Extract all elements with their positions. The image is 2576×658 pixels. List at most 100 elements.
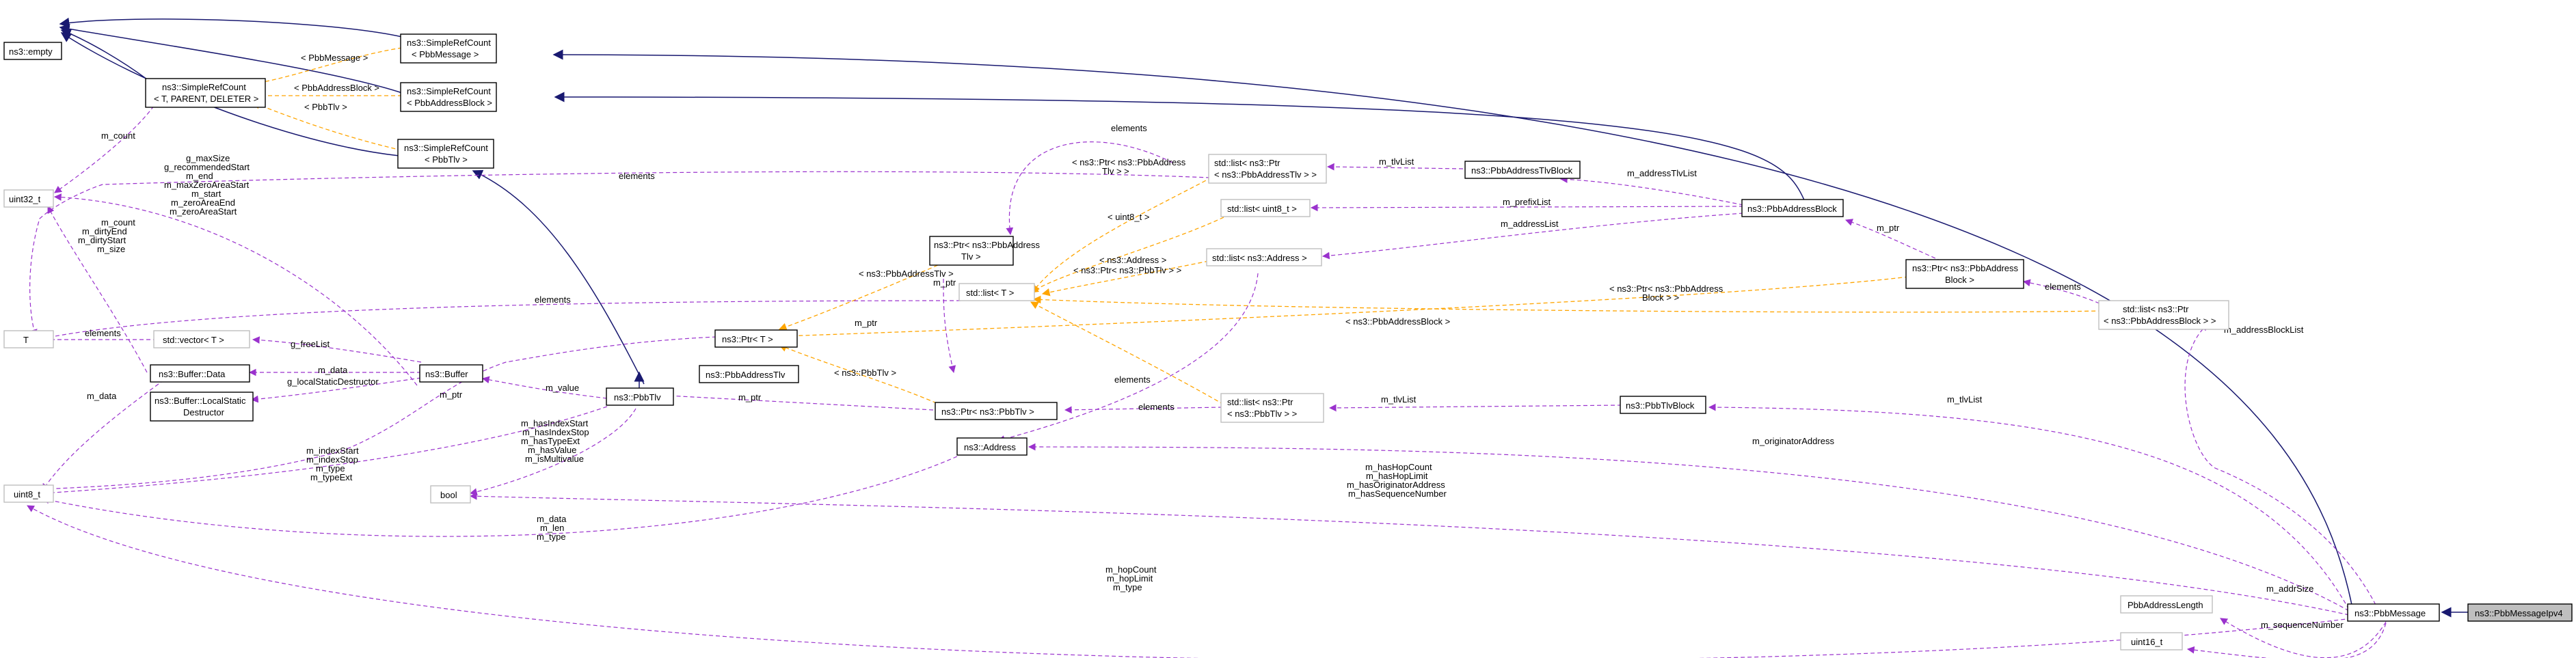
edge-tpl-srctlv <box>252 101 403 151</box>
edge-use-elements-ptr-addrtlv <box>1006 141 1173 236</box>
edge-use-localstatic <box>250 377 422 403</box>
edge-msg-srcmsg <box>552 49 2352 605</box>
node-listptrtlv[interactable]: std::list< ns3::Ptr < ns3::PbbTlv > > <box>1220 393 1324 423</box>
label-tlv-uint8-0: m_indexStart <box>306 445 359 456</box>
node-pbbmessageipv4-label: ns3::PbbMessageIpv4 <box>2475 608 2563 618</box>
node-ptrpbbtlv[interactable]: ns3::Ptr< ns3::PbbTlv > <box>935 402 1058 420</box>
label-originatoraddress: m_originatorAddress <box>1752 436 1834 446</box>
node-srcgeneric[interactable]: ns3::SimpleRefCount < T, PARENT, DELETER… <box>145 78 266 108</box>
edge-use-addresstlvlist <box>1559 176 1744 206</box>
edge-use-addrtlv-ptr <box>943 278 956 374</box>
edge-tpl-listptrtlv <box>1030 301 1224 405</box>
node-ptrpbbaddressblock-line1: ns3::Ptr< ns3::PbbAddress <box>1912 263 2019 273</box>
node-srcpbbtlv[interactable]: ns3::SimpleRefCount < PbbTlv > <box>397 139 494 169</box>
edge-use-tlvlist-block <box>1328 404 1622 412</box>
node-vectorT-label: std::vector< T > <box>163 335 224 345</box>
label-seqnum: m_sequenceNumber <box>2261 620 2344 630</box>
node-listaddress-label: std::list< ns3::Address > <box>1212 253 1307 263</box>
label-msg-uint8-2: m_type <box>1113 582 1142 592</box>
label-tlv-field-2: m_hasTypeExt <box>521 436 580 446</box>
node-empty[interactable]: ns3::empty <box>3 42 62 60</box>
node-ptrpbbaddressblock-line2: Block > <box>1945 275 1974 285</box>
label-tlv-uint8-1: m_indexStop <box>306 454 358 465</box>
edge-use-tlvlist-msg <box>1708 403 2350 610</box>
node-listptraddressblock[interactable]: std::list< ns3::Ptr < ns3::PbbAddressBlo… <box>2098 300 2229 330</box>
label-tpl-ptraddrblock-1: Block > > <box>1642 292 1679 303</box>
node-pbbtlv[interactable]: ns3::PbbTlv <box>606 387 674 406</box>
node-listT[interactable]: std::list< T > <box>958 283 1035 301</box>
node-uint8[interactable]: uint8_t <box>3 484 54 503</box>
edge-srcgeneric-empty <box>60 29 148 80</box>
edge-tpl-ptr-addrtlv <box>778 259 951 331</box>
node-pbbaddresstlvblock[interactable]: ns3::PbbAddressTlvBlock <box>1464 161 1581 179</box>
label-msg-bool-0: m_hasHopCount <box>1365 462 1432 472</box>
label-tlv-field-4: m_isMultivalue <box>525 454 584 464</box>
label-address-uint8: m_data m_len m_type <box>537 514 567 542</box>
node-vectorT[interactable]: std::vector< T > <box>153 330 250 348</box>
node-bool[interactable]: bool <box>430 485 471 504</box>
edge-use-data-uint8 <box>42 379 165 491</box>
node-listuint8-label: std::list< uint8_t > <box>1227 204 1297 214</box>
node-pbbmessageipv4[interactable]: ns3::PbbMessageIpv4 <box>2467 603 2573 622</box>
node-listuint8[interactable]: std::list< uint8_t > <box>1220 199 1311 217</box>
label-buffer-size-0: g_maxSize <box>186 153 230 163</box>
label-buffer-size-6: m_zeroAreaStart <box>170 206 237 217</box>
label-data-size-3: m_size <box>97 244 125 254</box>
node-pbbaddresstlv[interactable]: ns3::PbbAddressTlv <box>699 365 799 383</box>
label-tpl-pbbmessage: < PbbMessage > <box>301 53 368 63</box>
node-bufferdata[interactable]: ns3::Buffer::Data <box>150 364 250 383</box>
edge-tpl-listaddrtlv <box>1032 170 1224 293</box>
label-buffer-size-2: m_end <box>186 171 213 181</box>
template-edges <box>252 47 2103 405</box>
edge-tpl-srcmsg <box>255 47 403 86</box>
label-msg-bool-1: m_hasHopLimit <box>1366 471 1428 481</box>
label-tpl-uint8: < uint8_t > <box>1108 212 1149 222</box>
node-listptrtlv-line2: < ns3::PbbTlv > > <box>1227 409 1297 419</box>
node-listptraddresstlv[interactable]: std::list< ns3::Ptr < ns3::PbbAddressTlv… <box>1208 154 1327 184</box>
label-prefixlist: m_prefixList <box>1503 197 1551 207</box>
node-address[interactable]: ns3::Address <box>956 437 1028 456</box>
label-tpl-ptraddrtlv-0: < ns3::Ptr< ns3::PbbAddress <box>1072 157 1186 167</box>
edge-use-buffer-uint32 <box>53 193 418 386</box>
label-addrsize: m_addrSize <box>2266 584 2313 594</box>
node-uint16[interactable]: uint16_t <box>2120 632 2183 650</box>
node-pbbaddresstlvblock-label: ns3::PbbAddressTlvBlock <box>1471 165 1573 176</box>
node-pbbaddresslength[interactable]: PbbAddressLength <box>2120 595 2213 614</box>
edge-use-ptr-addrblock <box>1844 219 1942 262</box>
node-srcpbbmessage-line1: ns3::SimpleRefCount <box>407 38 491 48</box>
node-pbbtlvblock[interactable]: ns3::PbbTlvBlock <box>1620 396 1706 414</box>
node-T[interactable]: T <box>3 330 54 348</box>
edge-use-data-uint32 <box>47 206 148 373</box>
node-pbbaddressblock[interactable]: ns3::PbbAddressBlock <box>1741 199 1844 217</box>
label-tlv-uint8: m_indexStart m_indexStop m_type m_typeEx… <box>306 445 359 482</box>
node-srcpbbmessage-line2: < PbbMessage > <box>412 49 479 59</box>
node-listT-label: std::list< T > <box>966 288 1014 298</box>
label-mcount: m_count <box>101 131 135 141</box>
node-srcpbbmessage[interactable]: ns3::SimpleRefCount < PbbMessage > <box>400 33 497 64</box>
node-ptrpbbaddressblock[interactable]: ns3::Ptr< ns3::PbbAddress Block > <box>1905 259 2024 289</box>
node-ptrpbbaddresstlv[interactable]: ns3::Ptr< ns3::PbbAddress Tlv > <box>929 236 1041 266</box>
node-listaddress[interactable]: std::list< ns3::Address > <box>1206 248 1322 266</box>
node-pbbmessage[interactable]: ns3::PbbMessage <box>2347 603 2440 622</box>
label-addressblocklist: m_addressBlockList <box>2224 325 2304 335</box>
label-msg-uint8-1: m_hopLimit <box>1107 573 1153 584</box>
node-srcpbbaddressblock-line1: ns3::SimpleRefCount <box>407 86 491 96</box>
label-tpl-ptrpbbtlv: < ns3::Ptr< ns3::PbbTlv > > <box>1073 265 1181 275</box>
node-buffer[interactable]: ns3::Buffer <box>419 364 483 383</box>
node-ptrT[interactable]: ns3::Ptr< T > <box>714 329 798 348</box>
label-msg-uint8-0: m_hopCount <box>1105 564 1157 575</box>
edge-use-ptr-tlv <box>654 392 934 411</box>
node-bufferlsd[interactable]: ns3::Buffer::LocalStatic Destructor <box>150 392 254 422</box>
label-mptr-pbbaddresstlv: m_ptr <box>933 277 956 288</box>
edge-tlv-srctlv <box>472 169 645 385</box>
label-gfreelist: g_freeList <box>291 339 330 349</box>
edge-labels: < PbbMessage > < PbbAddressBlock > < Pbb… <box>78 53 2344 630</box>
edge-use-address-uint8 <box>41 456 958 537</box>
node-srcpbbtlv-line1: ns3::SimpleRefCount <box>404 143 488 153</box>
node-empty-label: ns3::empty <box>9 46 53 57</box>
node-srcpbbaddressblock[interactable]: ns3::SimpleRefCount < PbbAddressBlock > <box>400 82 497 112</box>
node-uint32[interactable]: uint32_t <box>3 189 54 208</box>
node-bufferdata-label: ns3::Buffer::Data <box>159 369 226 379</box>
label-address-uint8-1: m_len <box>540 523 564 533</box>
